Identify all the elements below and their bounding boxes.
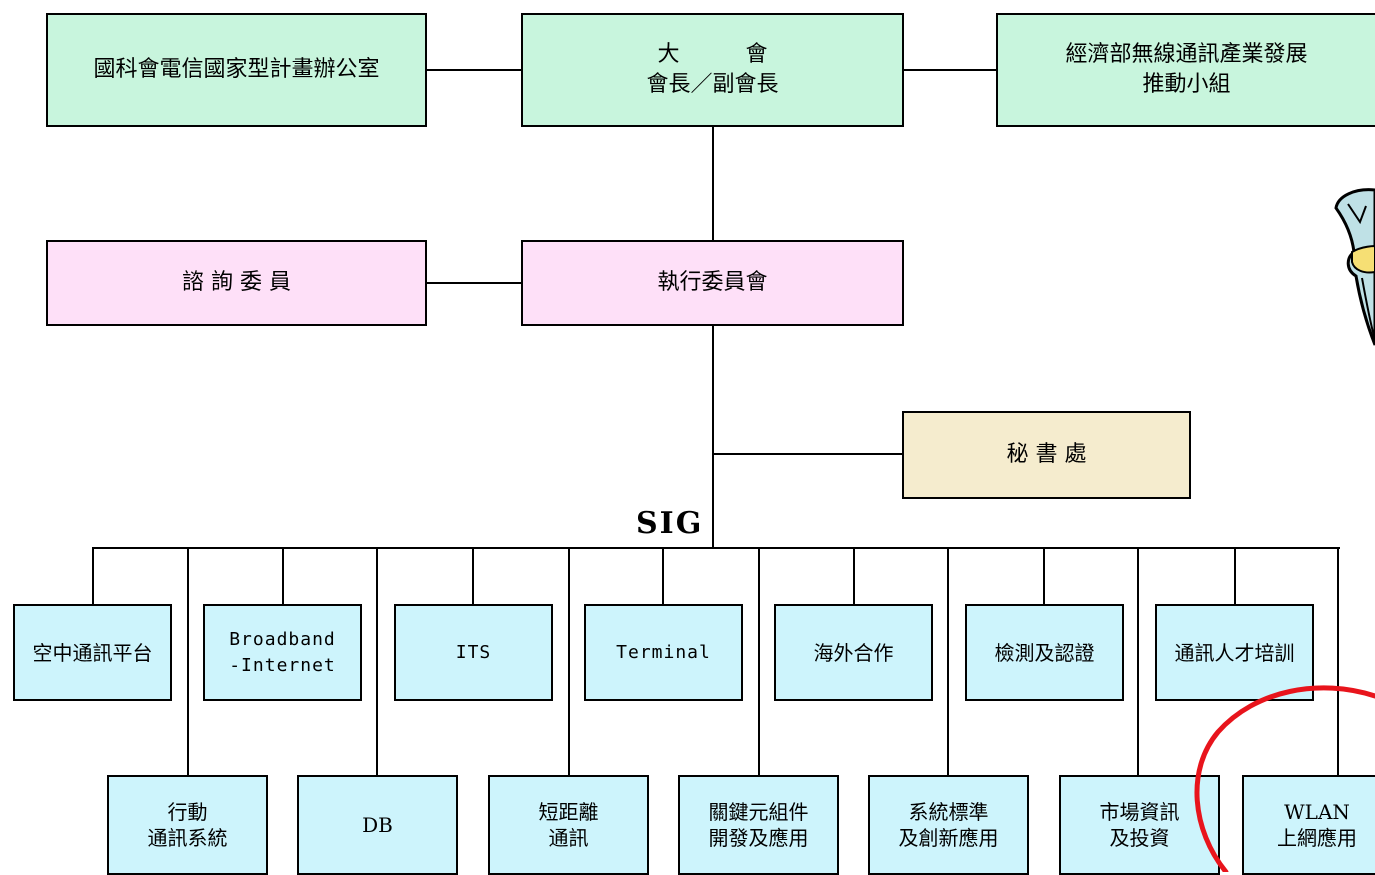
cartoon-character-icon [1334, 188, 1375, 346]
sig-label-text: DB [362, 813, 393, 837]
connector-line [712, 325, 714, 548]
connector-line [472, 547, 474, 605]
sig-label-text: 空中通訊平台 [32, 640, 153, 665]
connector-line [712, 453, 903, 455]
sig-label-text: 通訊人才培訓 [1174, 640, 1295, 665]
sig-box-market-investment: 市場資訊 及投資 [1059, 775, 1220, 875]
executive-committee-box: 執行委員會 [521, 240, 904, 326]
moea-wireless-group-box: 經濟部無線通訊產業發展 推動小組 [996, 13, 1375, 127]
connector-line [426, 282, 522, 284]
connector-line [92, 547, 94, 605]
sig-label-text: 及創新應用 [898, 826, 999, 850]
sig-label-text: 通訊系統 [147, 826, 228, 850]
secretariat-label: 秘 書 處 [1006, 442, 1087, 467]
advisors-label: 諮 詢 委 員 [182, 270, 291, 295]
sig-label-text: 通訊 [548, 826, 589, 850]
connector-line [376, 547, 378, 776]
moea-wireless-group-line1: 經濟部無線通訊產業發展 [1065, 42, 1308, 67]
sig-label-text: -Internet [229, 654, 336, 676]
sig-box-testing-certification: 檢測及認證 [965, 604, 1124, 701]
sig-label-text: ITS [455, 641, 492, 663]
advisors-box: 諮 詢 委 員 [46, 240, 427, 326]
sig-label-text: 短距離 [538, 800, 599, 824]
sig-label-text: Broadband [229, 628, 336, 650]
sig-label-text: 檢測及認證 [994, 640, 1095, 665]
secretariat-box: 秘 書 處 [902, 411, 1191, 499]
chair-vice-chair-label: 會長／副會長 [646, 72, 779, 97]
sig-box-mobile-comm: 行動 通訊系統 [107, 775, 268, 875]
connector-line [712, 126, 714, 241]
connector-line [758, 547, 760, 776]
connector-line [662, 547, 664, 605]
sig-label-text: 行動 [167, 800, 208, 824]
sig-box-wlan: WLAN 上網應用 [1242, 775, 1375, 875]
sig-label-text: WLAN [1284, 800, 1350, 824]
sig-box-key-components: 關鍵元組件 開發及應用 [678, 775, 839, 875]
sig-bus-line [92, 547, 1340, 549]
general-assembly-label: 大 會 [657, 42, 768, 67]
sig-label-text: 市場資訊 [1099, 800, 1180, 824]
sig-label-text: Terminal [616, 641, 711, 663]
sig-box-aerial-platform: 空中通訊平台 [13, 604, 172, 701]
connector-line [1337, 547, 1339, 776]
connector-line [947, 547, 949, 776]
sig-label-text: 開發及應用 [708, 826, 809, 850]
sig-box-broadband-internet: Broadband -Internet [203, 604, 362, 701]
connector-line [1234, 547, 1236, 605]
connector-line [187, 547, 189, 776]
sig-box-its: ITS [394, 604, 553, 701]
sig-label-text: 上網應用 [1277, 826, 1357, 850]
sig-box-talent-training: 通訊人才培訓 [1155, 604, 1314, 701]
connector-line [426, 69, 522, 71]
connector-line [853, 547, 855, 605]
nsc-telecom-office-label: 國科會電信國家型計畫辦公室 [93, 57, 380, 82]
sig-label-text: 及投資 [1109, 826, 1170, 850]
connector-line [903, 69, 997, 71]
connector-line [282, 547, 284, 605]
sig-box-short-range-comm: 短距離 通訊 [488, 775, 649, 875]
connector-line [1043, 547, 1045, 605]
moea-wireless-group-line2: 推動小組 [1142, 72, 1231, 97]
connector-line [1137, 547, 1139, 776]
sig-label-text: 海外合作 [813, 640, 894, 665]
general-assembly-box: 大 會 會長／副會長 [521, 13, 904, 127]
sig-label-text: 關鍵元組件 [708, 800, 809, 824]
nsc-telecom-office-box: 國科會電信國家型計畫辦公室 [46, 13, 427, 127]
connector-line [568, 547, 570, 776]
sig-box-overseas-cooperation: 海外合作 [774, 604, 933, 701]
sig-label: SIG [636, 506, 704, 541]
sig-label-text: 系統標準 [908, 800, 989, 824]
sig-box-db: DB [297, 775, 458, 875]
sig-box-terminal: Terminal [584, 604, 743, 701]
sig-box-system-standards: 系統標準 及創新應用 [868, 775, 1029, 875]
executive-committee-label: 執行委員會 [657, 270, 768, 295]
